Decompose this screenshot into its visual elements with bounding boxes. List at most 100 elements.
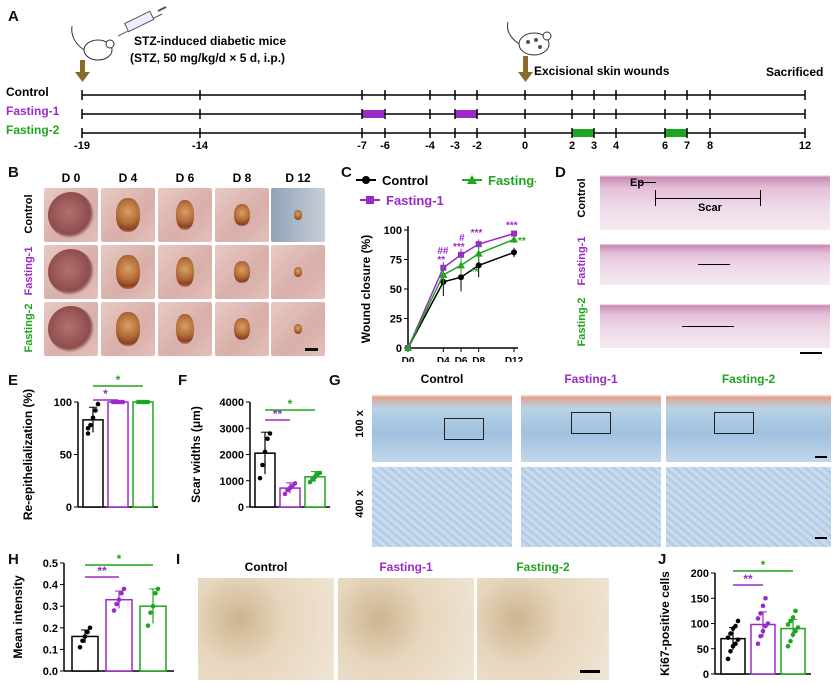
data-point [735, 618, 741, 624]
sig-annotation: ** [518, 236, 526, 247]
data-point [317, 470, 323, 476]
tick-label: 2 [568, 140, 576, 152]
wound-area [116, 255, 140, 289]
y-tick-label: 50 [390, 284, 402, 296]
y-tick-label: 0.3 [43, 601, 58, 613]
wound-area [48, 249, 94, 295]
data-point [150, 603, 156, 609]
y-tick-label: 75 [390, 255, 402, 267]
wound-area [294, 210, 302, 220]
data-point [511, 230, 517, 237]
y-axis-label: Wound closure (%) [359, 235, 373, 343]
panel-label-b: B [8, 164, 19, 181]
data-point [265, 436, 270, 442]
data-point [155, 586, 161, 592]
panel-label-d: D [555, 164, 566, 181]
day-label: D 8 [232, 171, 252, 185]
data-point [85, 431, 91, 436]
i-col-label: Fasting-2 [516, 560, 570, 574]
tick-label: -7 [357, 140, 367, 152]
y-tick-label: 0.0 [43, 666, 58, 678]
data-point [262, 449, 268, 455]
data-point [121, 586, 127, 592]
x-tick-label: D0 [402, 356, 415, 362]
data-point [77, 644, 83, 650]
masson-400x [666, 467, 831, 547]
sig-annotation: # [459, 233, 465, 244]
data-point [87, 625, 93, 631]
photo-row-label: Fasting-2 [23, 303, 35, 353]
data-point [763, 595, 768, 601]
wound-photo [158, 302, 212, 356]
ki67-ihc-image [477, 578, 609, 680]
sig-stars: * [761, 558, 766, 572]
fasting1-bar [362, 110, 384, 118]
scar-label: Scar [698, 202, 722, 214]
data-point [88, 422, 93, 428]
wound-area [116, 312, 140, 346]
wound-area [176, 314, 194, 344]
data-point [260, 462, 265, 468]
data-point [145, 623, 151, 628]
y-axis-label: Mean intensity [11, 575, 25, 659]
y-tick-label: 100 [54, 397, 72, 409]
data-point [145, 399, 151, 405]
data-point [148, 610, 153, 615]
sig-annotation: *** [506, 221, 518, 232]
data-point [114, 601, 119, 607]
tick-label: -19 [74, 140, 90, 152]
panel-label-a: A [8, 8, 19, 25]
photo-row-label: Fasting-1 [23, 246, 35, 296]
wound-photo [101, 188, 155, 242]
masson-400x [521, 467, 661, 547]
wound-area [294, 324, 302, 334]
x-tick-label: D4 [437, 356, 450, 362]
y-tick-label: 0 [66, 502, 72, 514]
sig-annotation: ** [437, 255, 445, 266]
wound-area [116, 198, 140, 232]
y-tick-label: 0 [396, 343, 402, 355]
data-point [735, 637, 741, 642]
data-point [119, 590, 124, 596]
wound-photo [215, 302, 269, 356]
data-point [85, 425, 91, 431]
panel-label-i: I [176, 551, 181, 568]
y-axis-label: Re-epithelialization (%) [21, 389, 35, 520]
panel-label-f: F [178, 372, 188, 389]
data-point [725, 635, 731, 640]
legend-label: Fasting-1 [386, 193, 444, 208]
wound-photo [271, 302, 325, 356]
y-tick-label: 0.5 [43, 558, 58, 570]
tick-label: 12 [798, 140, 812, 152]
x-tick-label: D6 [455, 356, 468, 362]
data-point [267, 431, 273, 436]
ep-label: Ep [630, 177, 645, 189]
y-tick-label: 200 [691, 568, 709, 580]
data-point [511, 249, 517, 256]
tick-label: 8 [706, 140, 714, 152]
data-point [755, 616, 761, 621]
timeline-diagram [71, 6, 806, 138]
data-point [795, 625, 801, 630]
wound-area [294, 267, 302, 277]
g-row-label: 400 x [354, 490, 366, 518]
scar-bound [655, 190, 656, 206]
tick-label: -14 [192, 140, 208, 152]
g-col-label: Fasting-1 [564, 372, 618, 386]
legend-marker [362, 176, 370, 184]
data-point [282, 491, 288, 497]
data-point [475, 262, 482, 269]
bar [132, 401, 154, 508]
wound-photo [215, 188, 269, 242]
y-tick-label: 2000 [220, 450, 244, 462]
data-point [760, 628, 766, 634]
wound-area [234, 261, 250, 283]
wound-photo [158, 245, 212, 299]
scar-width-arrow [655, 198, 760, 199]
data-point [457, 261, 465, 269]
data-point [793, 628, 798, 634]
sig-annotation: ** [471, 267, 479, 278]
ki67-ihc-image [338, 578, 474, 680]
